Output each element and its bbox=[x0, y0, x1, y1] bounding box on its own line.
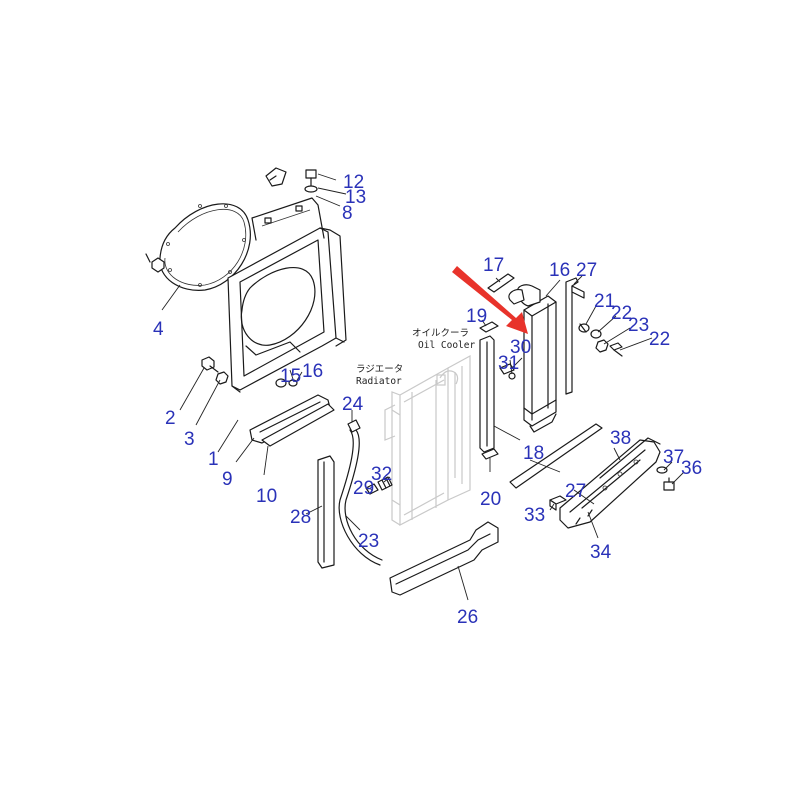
clip-30 bbox=[365, 483, 379, 495]
callout-36: 36 bbox=[681, 458, 702, 479]
callout-31: 30 bbox=[510, 337, 531, 358]
callout-38: 38 bbox=[610, 428, 631, 449]
callout-18: 19 bbox=[466, 306, 487, 327]
callout-17: 18 bbox=[523, 443, 544, 464]
callout-16-label: 17 bbox=[483, 255, 504, 276]
washer-37 bbox=[656, 466, 668, 474]
callout-26: 26 bbox=[457, 607, 478, 628]
seal-strip-17 bbox=[479, 335, 495, 453]
bolt-4 bbox=[145, 253, 165, 273]
gasket-ring-4 bbox=[159, 203, 251, 291]
nut-23 bbox=[595, 339, 609, 353]
seal-12 bbox=[261, 403, 335, 447]
callout-9: 12 bbox=[343, 172, 364, 193]
callout-25: 24 bbox=[342, 394, 364, 415]
callout-12: 10 bbox=[256, 486, 277, 507]
callout-15-label: 16 bbox=[549, 260, 570, 281]
bolt-9 bbox=[304, 169, 318, 193]
radiator-label-jp: ラジエータ bbox=[356, 364, 403, 375]
top-bracket bbox=[265, 167, 287, 187]
shroud-frame-1 bbox=[227, 197, 347, 393]
bolt-2 bbox=[201, 356, 219, 373]
bracket-13-14 bbox=[275, 378, 298, 388]
rod-27 bbox=[565, 277, 585, 395]
seal-strip-29 bbox=[317, 455, 335, 569]
oil-cooler-label-en: Oil Cooler bbox=[418, 340, 475, 351]
callout-37: 37 bbox=[663, 447, 684, 468]
radiator bbox=[384, 354, 471, 526]
bolt-22 bbox=[609, 342, 623, 357]
leader-lines bbox=[161, 173, 685, 601]
callout-34: 33 bbox=[524, 505, 545, 526]
long-strip bbox=[509, 423, 603, 489]
oil-cooler-label-jp: オイルクーラ bbox=[412, 328, 469, 339]
callout-30: 29 bbox=[353, 478, 374, 499]
callout-13: 15 bbox=[280, 366, 301, 387]
callout-24: 23 bbox=[358, 531, 379, 552]
callout-27: 27 bbox=[576, 260, 597, 281]
pad-18 bbox=[479, 321, 499, 333]
callout-35: 34 bbox=[590, 542, 612, 563]
bottom-channel-26 bbox=[389, 521, 499, 596]
callout-3: 3 bbox=[184, 429, 195, 450]
callout-28: 27 bbox=[565, 481, 586, 502]
callout-14: 16 bbox=[302, 361, 323, 382]
callout-1: 1 bbox=[208, 449, 219, 470]
nut-3 bbox=[215, 371, 229, 385]
callout-21: 22 bbox=[611, 303, 632, 324]
bolt-36 bbox=[663, 477, 675, 491]
strip-38 bbox=[599, 437, 661, 479]
highlight-arrow bbox=[452, 266, 528, 334]
callout-32: 31 bbox=[498, 353, 519, 374]
callout-2: 2 bbox=[165, 408, 176, 429]
oil-cooler-15 bbox=[508, 284, 557, 433]
pin-16 bbox=[487, 273, 515, 293]
callout-29: 28 bbox=[290, 507, 311, 528]
bolt-20 bbox=[578, 323, 590, 333]
callout-4: 4 bbox=[153, 319, 164, 340]
drain-hose-24 bbox=[338, 419, 383, 566]
callout-19: 20 bbox=[480, 489, 501, 510]
radiator-label-en: Radiator bbox=[356, 376, 402, 387]
callout-33: 32 bbox=[371, 464, 392, 485]
pad-19 bbox=[481, 448, 499, 460]
callout-11: 9 bbox=[222, 469, 233, 490]
callout-20: 21 bbox=[594, 291, 615, 312]
callout-10: 13 bbox=[345, 187, 366, 208]
callout-8: 8 bbox=[342, 203, 353, 224]
